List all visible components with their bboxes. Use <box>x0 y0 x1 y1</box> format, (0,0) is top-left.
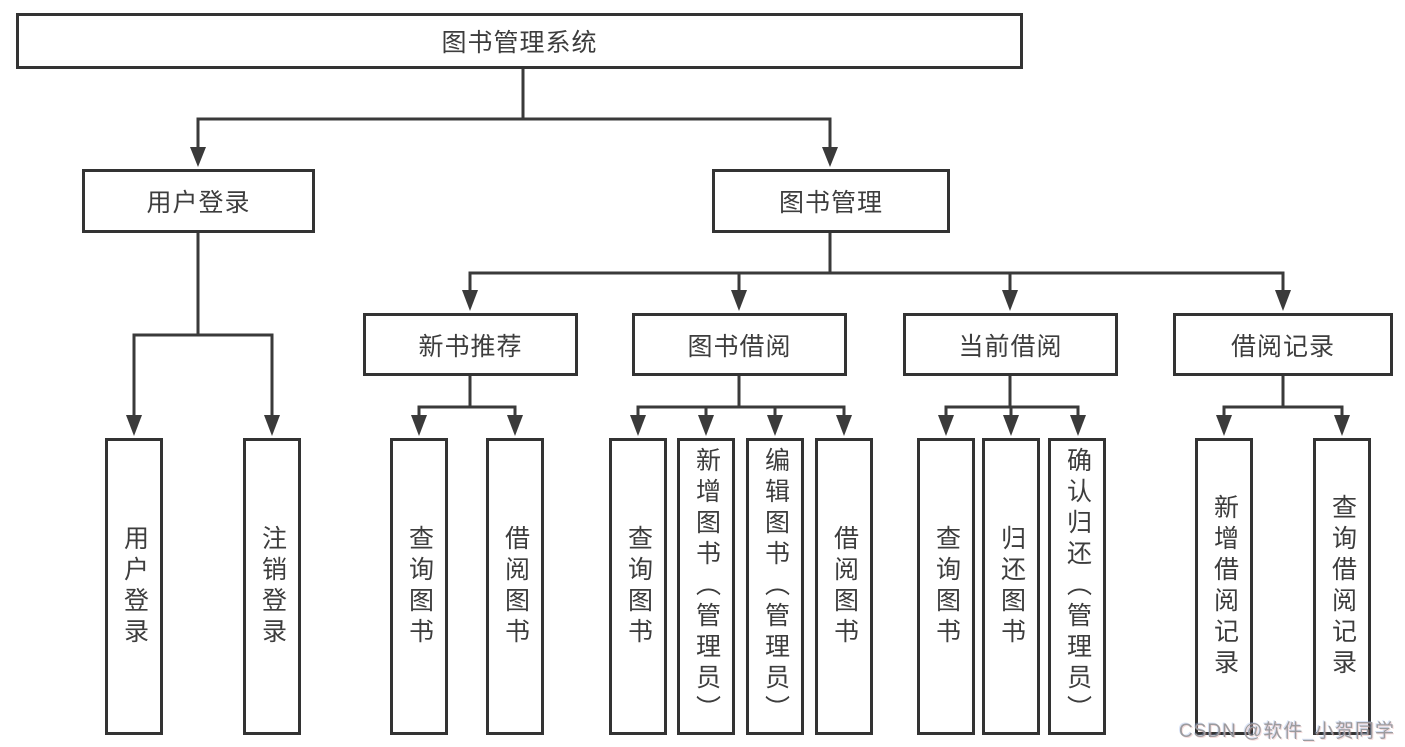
leaf-borrow-books: 借阅图书 <box>815 438 873 735</box>
node-user-login: 用户登录 <box>82 169 315 233</box>
node-book-management: 图书管理 <box>712 169 950 233</box>
arrowhead <box>630 415 646 436</box>
arrowhead <box>264 415 280 436</box>
leaf-label: 确认归还（管理员） <box>1063 447 1092 726</box>
arrowhead <box>767 415 783 436</box>
node-root-system: 图书管理系统 <box>16 13 1023 69</box>
connector-book-mgmt-to-level3 <box>462 232 1291 311</box>
arrowhead <box>1334 415 1350 436</box>
leaf-label: 新增借阅记录 <box>1210 493 1239 680</box>
connector-current-borrow-group <box>938 375 1086 436</box>
arrowhead <box>1070 415 1086 436</box>
node-label: 当前借阅 <box>958 332 1063 361</box>
leaf-query-books-current: 查询图书 <box>917 438 975 735</box>
arrowhead <box>126 415 142 436</box>
connector-borrow-record-group <box>1216 375 1350 436</box>
leaf-label: 用户登录 <box>120 524 149 649</box>
leaf-query-books-borrow: 查询图书 <box>609 438 667 735</box>
node-label: 用户登录 <box>146 189 251 217</box>
csdn-watermark: CSDN @软件_小贺同学 <box>1179 721 1395 742</box>
node-current-borrow: 当前借阅 <box>903 313 1118 376</box>
leaf-edit-books-admin: 编辑图书（管理员） <box>746 438 804 735</box>
arrowhead <box>1002 290 1018 311</box>
leaf-label: 归还图书 <box>997 524 1026 649</box>
arrowhead <box>462 290 478 311</box>
node-new-book-recommend: 新书推荐 <box>363 313 578 376</box>
arrowhead <box>731 290 747 311</box>
arrowhead <box>1275 290 1291 311</box>
node-label: 图书管理系统 <box>441 29 598 57</box>
leaf-return-books: 归还图书 <box>982 438 1040 735</box>
node-label: 借阅记录 <box>1230 332 1335 361</box>
leaf-label: 查询图书 <box>624 524 653 649</box>
leaf-query-borrow-record: 查询借阅记录 <box>1313 438 1371 735</box>
leaf-add-borrow-record: 新增借阅记录 <box>1195 438 1253 735</box>
arrowhead <box>698 415 714 436</box>
leaf-user-login: 用户登录 <box>105 438 163 735</box>
arrowhead <box>1216 415 1232 436</box>
node-borrow-records: 借阅记录 <box>1173 313 1393 376</box>
leaf-label: 借阅图书 <box>830 524 859 649</box>
arrowhead <box>411 415 427 436</box>
leaf-label: 新增图书（管理员） <box>692 447 721 726</box>
node-label: 图书借阅 <box>687 332 792 361</box>
arrowhead <box>1003 415 1019 436</box>
leaf-label: 注销登录 <box>258 524 287 649</box>
connector-book-borrow-group <box>630 375 852 436</box>
leaf-confirm-return-admin: 确认归还（管理员） <box>1048 438 1106 735</box>
leaf-logout: 注销登录 <box>243 438 301 735</box>
connector-user-login-group <box>126 232 280 436</box>
node-label: 图书管理 <box>778 189 883 217</box>
leaf-borrow-books-recommend: 借阅图书 <box>486 438 544 735</box>
node-book-borrow: 图书借阅 <box>632 313 847 376</box>
arrowhead <box>836 415 852 436</box>
leaf-label: 查询图书 <box>932 524 961 649</box>
connector-root-to-level2 <box>190 66 838 167</box>
leaf-label: 查询图书 <box>405 524 434 649</box>
node-label: 新书推荐 <box>418 332 523 361</box>
arrowhead <box>507 415 523 436</box>
arrowhead <box>938 415 954 436</box>
connector-new-book-group <box>411 375 523 436</box>
arrowhead <box>190 147 206 167</box>
leaf-label: 编辑图书（管理员） <box>761 447 790 726</box>
leaf-add-books-admin: 新增图书（管理员） <box>677 438 735 735</box>
leaf-label: 借阅图书 <box>501 524 530 649</box>
arrowhead <box>822 147 838 167</box>
leaf-label: 查询借阅记录 <box>1328 493 1357 680</box>
leaf-query-books-recommend: 查询图书 <box>390 438 448 735</box>
